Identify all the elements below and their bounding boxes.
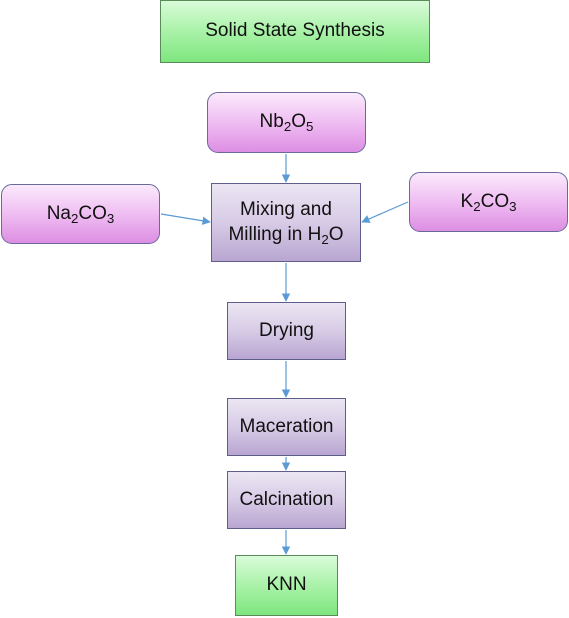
- nb2o5-label: Nb2O5: [259, 111, 314, 135]
- calcination-label: Calcination: [239, 488, 334, 510]
- knn-label: KNN: [266, 574, 307, 596]
- na2co3-label: Na2CO3: [46, 202, 115, 226]
- maceration-label: Maceration: [239, 415, 334, 437]
- nb2o5-box: Nb2O5: [207, 92, 366, 153]
- drying-box: Drying: [227, 302, 346, 360]
- maceration-box: Maceration: [227, 398, 346, 456]
- title-box: Solid State Synthesis: [160, 0, 430, 63]
- mixing-milling-box: Mixing and Milling in H2O: [211, 183, 361, 262]
- na2co3-box: Na2CO3: [1, 184, 160, 244]
- arrow-na2co3-to-mixing: [160, 213, 211, 225]
- knn-box: KNN: [235, 555, 338, 616]
- mixing-milling-label: Mixing and Milling in H2O: [228, 198, 344, 247]
- drying-label: Drying: [259, 319, 314, 341]
- calcination-box: Calcination: [227, 471, 346, 529]
- k2co3-box: K2CO3: [409, 172, 568, 232]
- title-label: Solid State Synthesis: [205, 20, 385, 42]
- arrow-k2co3-to-mixing: [361, 201, 409, 223]
- k2co3-label: K2CO3: [460, 190, 517, 214]
